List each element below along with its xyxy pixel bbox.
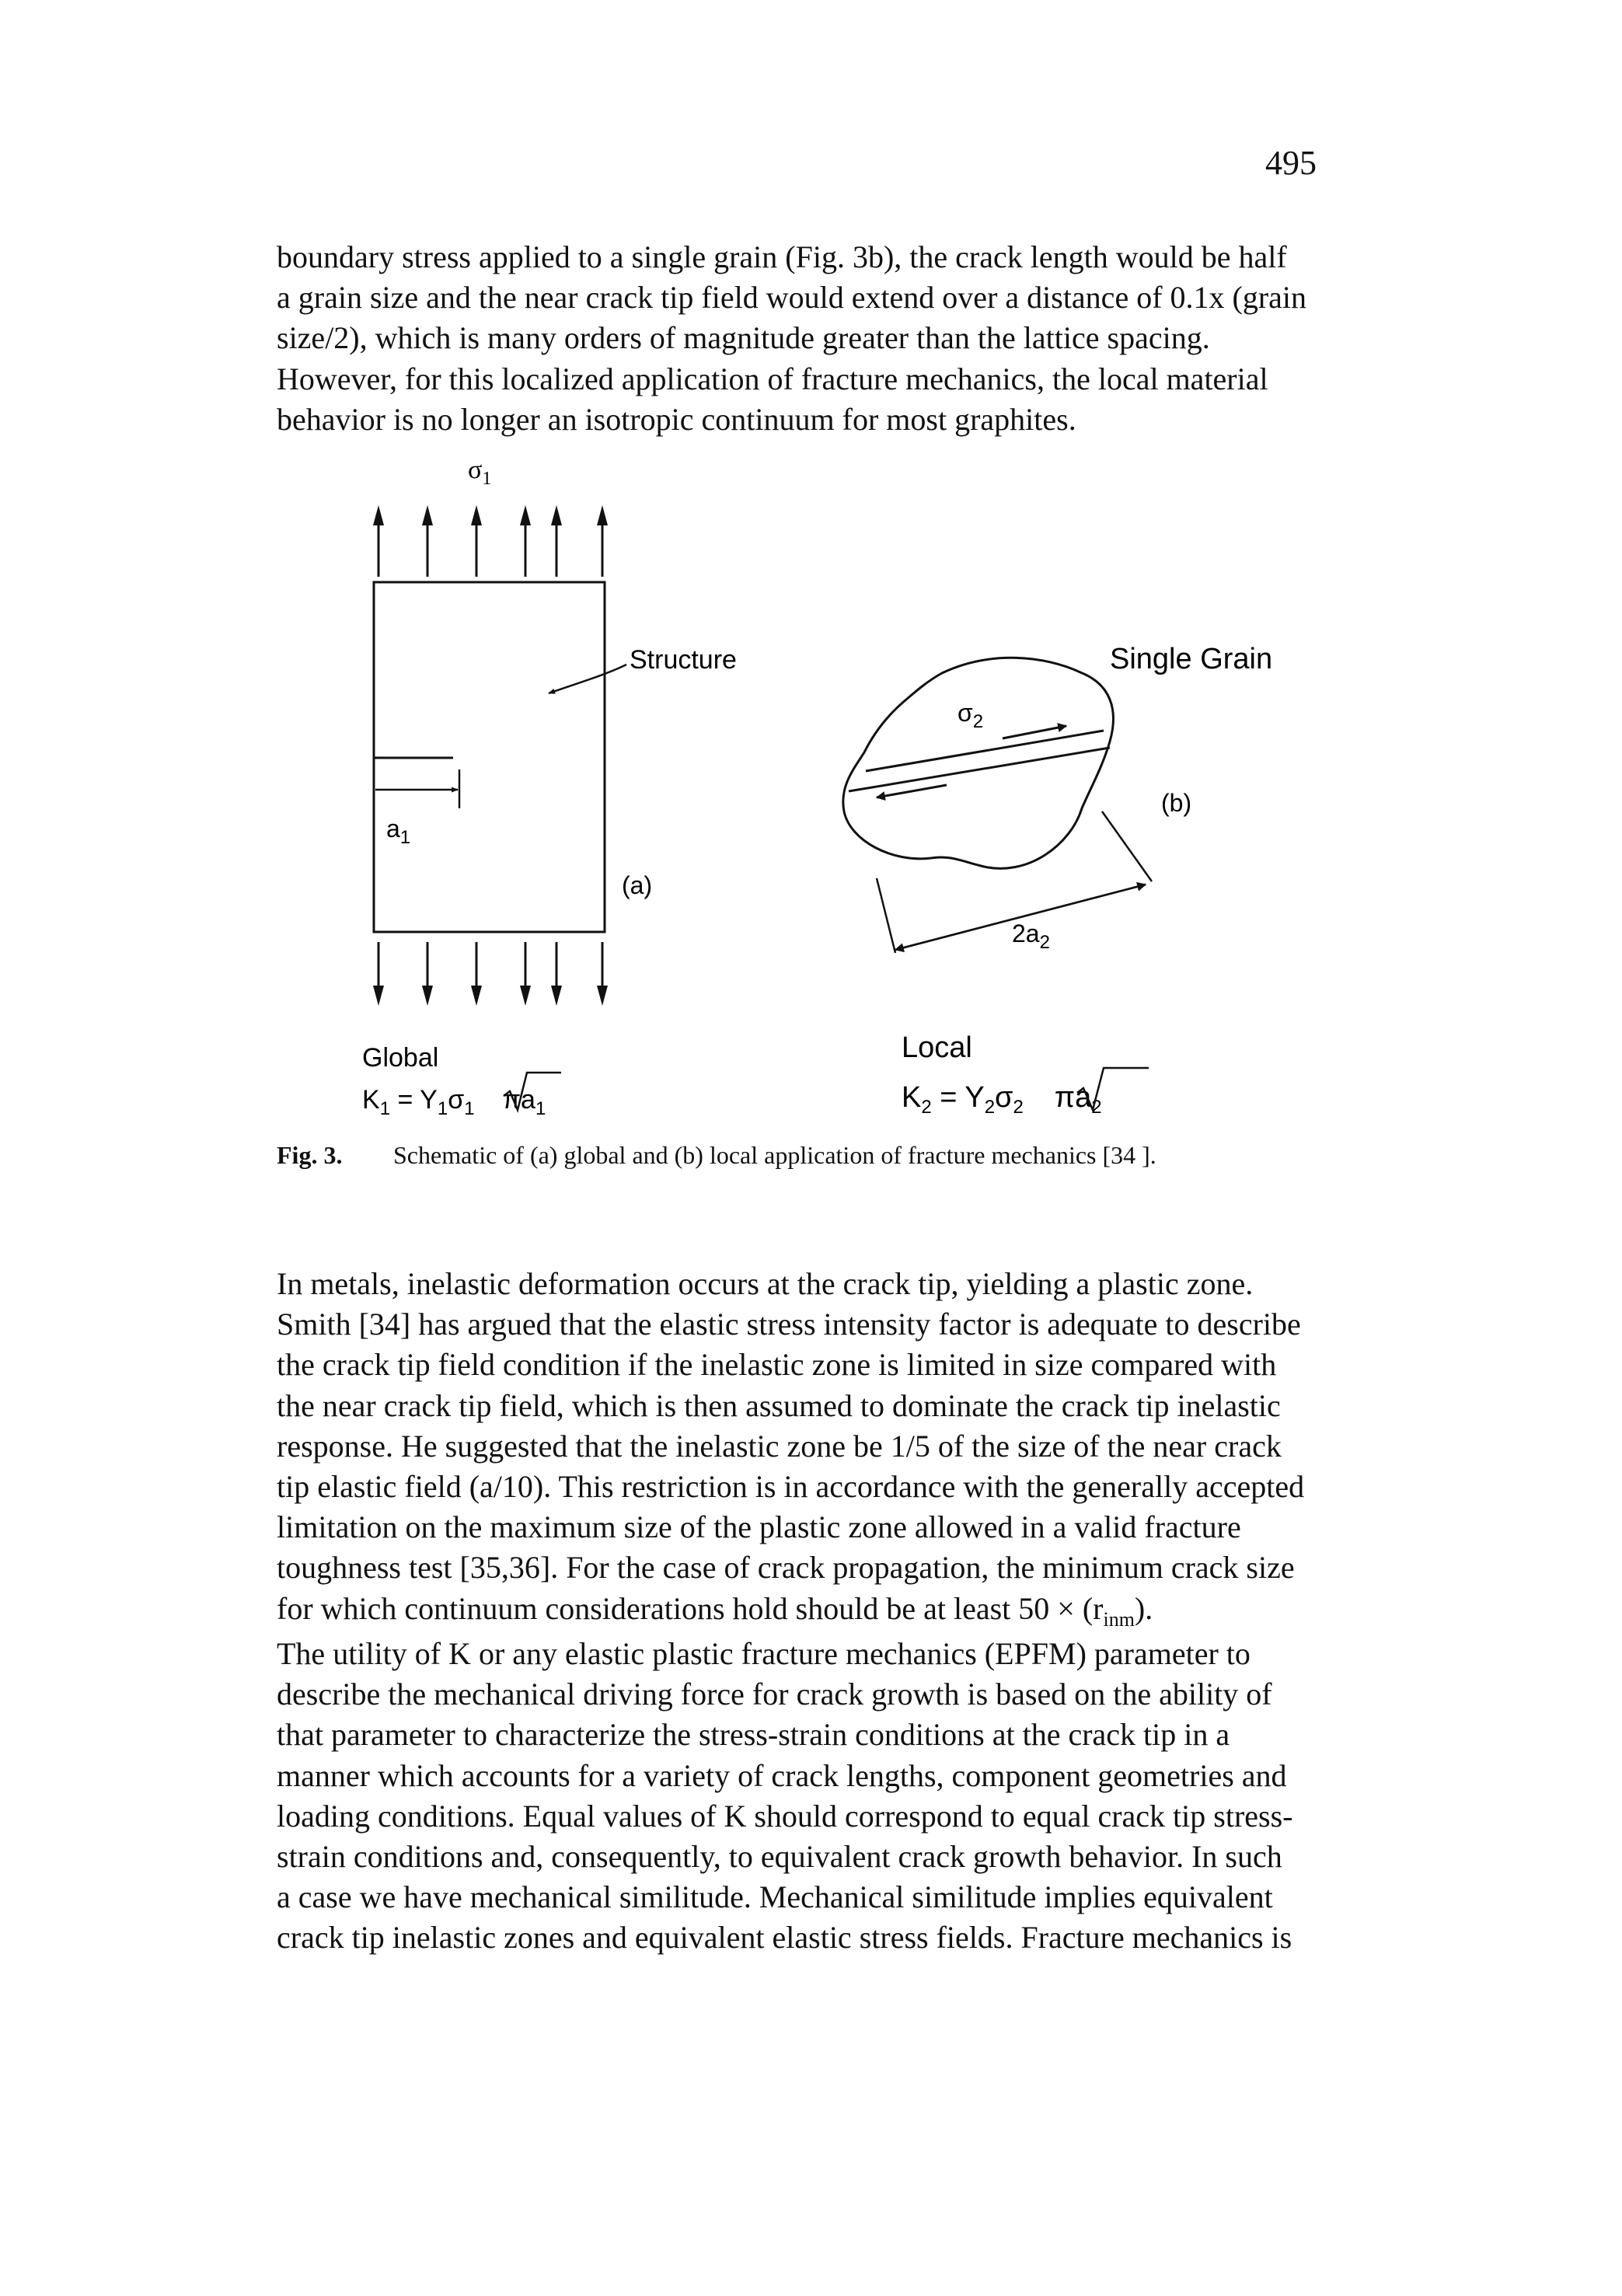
arrowhead-down bbox=[551, 986, 562, 1006]
paragraph-2-line: the crack tip field condition if the ine… bbox=[277, 1347, 1277, 1383]
arrowhead-up bbox=[422, 505, 433, 525]
two-a2-label: 2a2 bbox=[1012, 919, 1050, 953]
paragraph-1-line: behavior is no longer an isotropic conti… bbox=[277, 401, 1076, 437]
paragraph-3-line: The utility of K or any elastic plastic … bbox=[277, 1636, 1251, 1671]
grain-crack-lower bbox=[848, 746, 1111, 793]
arrowhead-up bbox=[597, 505, 608, 525]
paragraph-2: In metals, inelastic deformation occurs … bbox=[277, 1264, 1349, 1640]
paragraph-2-line: Smith [34] has argued that the elastic s… bbox=[277, 1307, 1301, 1342]
grain-crack-upper bbox=[865, 729, 1104, 773]
dimension-extension-left bbox=[875, 878, 897, 954]
paragraph-3-line: manner which accounts for a variety of c… bbox=[277, 1757, 1287, 1793]
local-label: Local bbox=[902, 1031, 972, 1064]
paragraph-2-line: limitation on the maximum size of the pl… bbox=[277, 1509, 1241, 1545]
top-arrowheads bbox=[373, 505, 608, 525]
paragraph-2-last-line: for which continuum considerations hold … bbox=[277, 1590, 1153, 1631]
arrowhead-down bbox=[520, 986, 531, 1006]
page-number: 495 bbox=[1265, 144, 1317, 182]
paragraph-1-line: a grain size and the near crack tip fiel… bbox=[277, 280, 1307, 316]
arrowhead-down bbox=[373, 986, 384, 1006]
local-radical-sign bbox=[1076, 1066, 1149, 1113]
global-radical-sign bbox=[503, 1071, 561, 1113]
two-a2-subscript: 2 bbox=[1040, 932, 1050, 953]
sigma-2-symbol: σ bbox=[958, 699, 973, 727]
sigma-1-subscript: 1 bbox=[482, 469, 491, 489]
paragraph-2-line: toughness test [35,36]. For the case of … bbox=[277, 1550, 1295, 1586]
paragraph-3: The utility of K or any elastic plastic … bbox=[277, 1634, 1349, 1959]
global-label: Global bbox=[362, 1043, 438, 1073]
paragraph-3-line: loading conditions. Equal values of K sh… bbox=[277, 1798, 1293, 1834]
arrowhead-up bbox=[520, 505, 531, 525]
shear-arrow-right bbox=[1002, 723, 1068, 740]
paragraph-1-line: boundary stress applied to a single grai… bbox=[277, 239, 1287, 274]
two-a2-symbol: 2a bbox=[1012, 919, 1040, 947]
fracture-mechanics-figure: σ1 a1 Structure (a) bbox=[362, 455, 1272, 1119]
figure-caption-text: Schematic of (a) global and (b) local ap… bbox=[393, 1141, 1156, 1169]
sigma-2-subscript: 2 bbox=[973, 711, 983, 732]
dimension-extension-right bbox=[1101, 811, 1153, 882]
paragraph-1-line: size/2), which is many orders of magnitu… bbox=[277, 320, 1210, 356]
structure-leader-arrow bbox=[548, 663, 627, 695]
a1-symbol: a bbox=[386, 815, 400, 843]
shear-arrow-left bbox=[875, 783, 947, 801]
paragraph-3-line: that parameter to characterize the stres… bbox=[277, 1717, 1230, 1753]
paragraph-2-line: response. He suggested that the inelasti… bbox=[277, 1428, 1282, 1464]
panel-b-label: (b) bbox=[1161, 789, 1191, 817]
paragraph-2-line: the near crack tip field, which is then … bbox=[277, 1387, 1281, 1423]
paragraph-1: boundary stress applied to a single grai… bbox=[277, 237, 1349, 440]
arrowhead-down bbox=[422, 986, 433, 1006]
paragraph-2-line: In metals, inelastic deformation occurs … bbox=[277, 1266, 1254, 1301]
arrowhead-up bbox=[373, 505, 384, 525]
figure-caption: Fig. 3. Schematic of (a) global and (b) l… bbox=[277, 1139, 1156, 1171]
top-tension-arrows bbox=[377, 513, 604, 577]
arrowhead-down bbox=[471, 986, 482, 1006]
paragraph-3-line: a case we have mechanical similitude. Me… bbox=[277, 1879, 1273, 1915]
bottom-tension-arrows bbox=[377, 942, 604, 996]
sigma-2-label: σ2 bbox=[958, 699, 983, 732]
a1-label: a1 bbox=[386, 815, 410, 848]
paragraph-2-line: tip elastic field (a/10). This restricti… bbox=[277, 1469, 1305, 1505]
a1-subscript: 1 bbox=[400, 827, 410, 848]
arrowhead-up bbox=[551, 505, 562, 525]
panel-a-label: (a) bbox=[622, 871, 652, 899]
arrowhead-down bbox=[597, 986, 608, 1006]
structure-label: Structure bbox=[630, 645, 737, 675]
arrowhead-up bbox=[471, 505, 482, 525]
paragraph-3-line: describe the mechanical driving force fo… bbox=[277, 1677, 1272, 1712]
figure-caption-label: Fig. 3. bbox=[277, 1141, 343, 1169]
dimension-arrow-right bbox=[895, 881, 1147, 951]
paragraph-3-line: strain conditions and, consequently, to … bbox=[277, 1839, 1282, 1875]
single-grain-label: Single Grain bbox=[1110, 643, 1272, 675]
paragraph-1-line: However, for this localized application … bbox=[277, 361, 1268, 396]
single-grain-outline bbox=[842, 656, 1114, 870]
sigma-1-symbol: σ bbox=[468, 455, 482, 484]
sigma-1-label: σ1 bbox=[468, 455, 491, 489]
paragraph-3-line: crack tip inelastic zones and equivalent… bbox=[277, 1920, 1292, 1956]
bottom-arrowheads bbox=[373, 986, 608, 1006]
